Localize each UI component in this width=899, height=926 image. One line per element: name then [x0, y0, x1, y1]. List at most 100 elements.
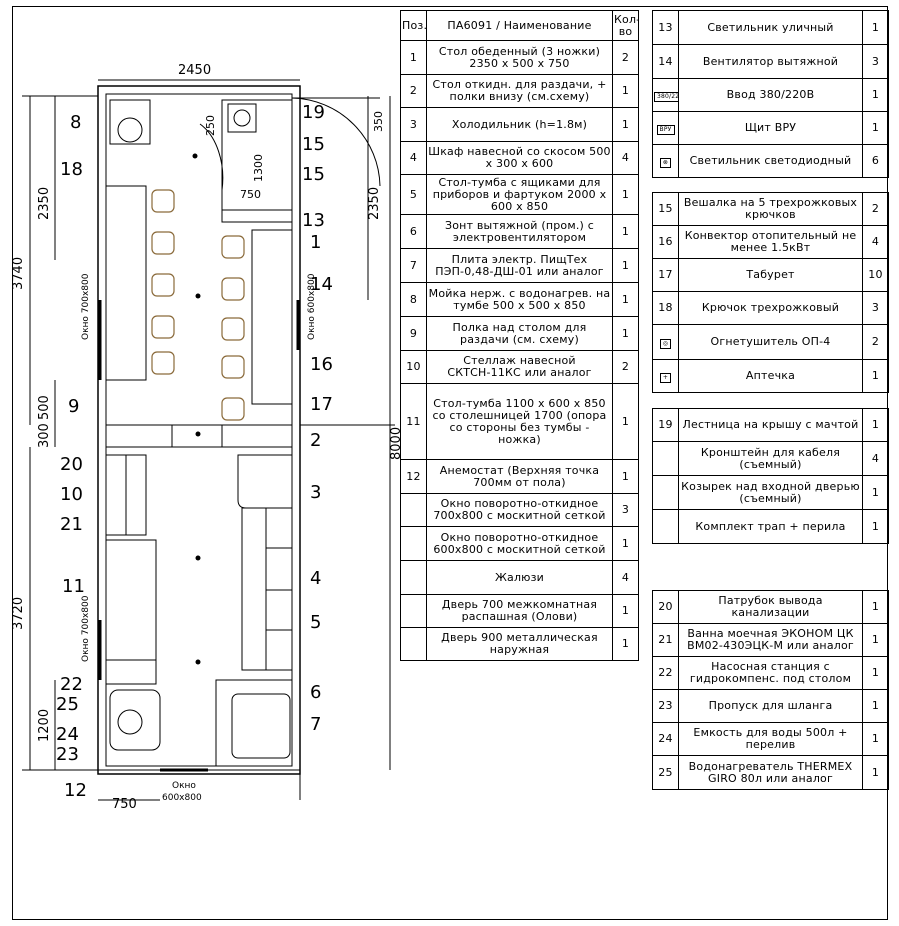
row-position: 13	[652, 10, 679, 45]
legend-symbol-icon: ◎	[659, 338, 672, 349]
callout-label: 5	[310, 612, 321, 633]
legend-symbol-icon: ВРУ	[656, 124, 675, 135]
sink-8	[109, 99, 151, 145]
legend-symbol-icon: ⊗	[659, 157, 672, 168]
row-position: 17	[652, 258, 679, 292]
header-name: ПА6091 / Наименование	[426, 10, 613, 41]
callout-label: 21	[60, 514, 83, 535]
row-position: 15	[652, 192, 679, 226]
row-name: Вентилятор вытяжной	[678, 44, 863, 79]
row-position: 3	[400, 107, 427, 142]
row-quantity: 1	[862, 111, 889, 145]
callout-label: 23	[56, 744, 79, 765]
callout-label: 6	[310, 682, 321, 703]
row-position: 20	[652, 590, 679, 624]
row-name: Водонагреватель THERMEX GIRO 80л или ана…	[678, 755, 863, 790]
row-position: 12	[400, 459, 427, 494]
window-label: Окно 600х800	[307, 273, 317, 340]
row-name: Ввод 380/220В	[678, 78, 863, 112]
stool	[151, 231, 175, 255]
row-quantity: 1	[862, 623, 889, 657]
header-qty: Кол-во	[612, 10, 639, 41]
row-quantity: 1	[862, 10, 889, 45]
row-position: 9	[400, 316, 427, 351]
row-quantity: 1	[862, 359, 889, 393]
dim-750-bottom: 750	[112, 797, 137, 812]
callout-label: 4	[310, 568, 321, 589]
callout-label: 8	[70, 112, 81, 133]
callout-label: 2	[310, 430, 321, 451]
callout-label: 7	[310, 714, 321, 735]
row-position	[652, 475, 679, 510]
row-quantity: 6	[862, 144, 889, 178]
row-name: Плита электр. ПищТех ПЭП-0,48-ДШ-01 или …	[426, 248, 613, 283]
callout-label: 22	[60, 674, 83, 695]
window-label: Окно 700х800	[81, 595, 91, 662]
dim-2350-right: 2350	[367, 187, 382, 220]
stool	[151, 351, 175, 375]
stool	[151, 315, 175, 339]
row-quantity: 1	[862, 475, 889, 510]
row-quantity: 4	[612, 560, 639, 595]
row-name: Кронштейн для кабеля (съемный)	[678, 441, 863, 476]
callout-label: 25	[56, 694, 79, 715]
row-position: 25	[652, 755, 679, 790]
callout-label: 19	[302, 102, 325, 123]
fridge	[237, 454, 293, 509]
dim-1300: 1300	[252, 154, 265, 182]
table-row: Окно поворотно-откидное 600х800 с москит…	[400, 526, 639, 561]
row-quantity: 1	[862, 722, 889, 756]
row-name: Дверь 700 межкомнатная распашная (Олови)	[426, 594, 613, 628]
row-quantity: 1	[862, 78, 889, 112]
dim-300: 300	[37, 423, 52, 448]
row-quantity: 1	[862, 590, 889, 624]
row-name: Дверь 900 металлическая наружная	[426, 627, 613, 661]
row-name: Крючок трехрожковый	[678, 291, 863, 325]
row-name: Насосная станция с гидрокомпенс. под сто…	[678, 656, 863, 690]
row-name: Ванна моечная ЭКОНОМ ЦК ВМ02-430ЭЦК-М ил…	[678, 623, 863, 657]
pump-station	[105, 659, 157, 685]
callout-label: 24	[56, 724, 79, 745]
row-name: Мойка нерж. с водонагрев. на тумбе 500 х…	[426, 282, 613, 317]
stool	[151, 273, 175, 297]
row-name: Козырек над входной дверью (съемный)	[678, 475, 863, 510]
table-row: Дверь 700 межкомнатная распашная (Олови)…	[400, 594, 639, 628]
callout-label: 1	[310, 232, 321, 253]
legend-symbol-icon: +	[659, 372, 672, 383]
row-quantity: 1	[612, 383, 639, 460]
serving-table	[171, 424, 223, 448]
dim-350: 350	[372, 111, 385, 132]
row-name: Стол откидн. для раздачи, + полки внизу …	[426, 74, 613, 108]
stool	[221, 235, 245, 259]
row-position: 5	[400, 174, 427, 215]
row-name: Емкость для воды 500л + перелив	[678, 722, 863, 756]
row-name: Шкаф навесной со скосом 500 х 300 х 600	[426, 141, 613, 175]
row-name: Светильник светодиодный	[678, 144, 863, 178]
row-name: Зонт вытяжной (пром.) с электровентилято…	[426, 214, 613, 249]
row-position	[400, 627, 427, 661]
row-quantity: 1	[862, 408, 889, 442]
row-position: 11	[400, 383, 427, 460]
row-position: 7	[400, 248, 427, 283]
row-position	[400, 493, 427, 527]
row-name: Окно поворотно-откидное 700х800 с москит…	[426, 493, 613, 527]
outer-wall	[97, 85, 301, 775]
row-quantity: 1	[612, 627, 639, 661]
row-position: 21	[652, 623, 679, 657]
water-heater	[117, 709, 143, 735]
row-name: Холодильник (h=1.8м)	[426, 107, 613, 142]
row-quantity: 2	[612, 350, 639, 384]
